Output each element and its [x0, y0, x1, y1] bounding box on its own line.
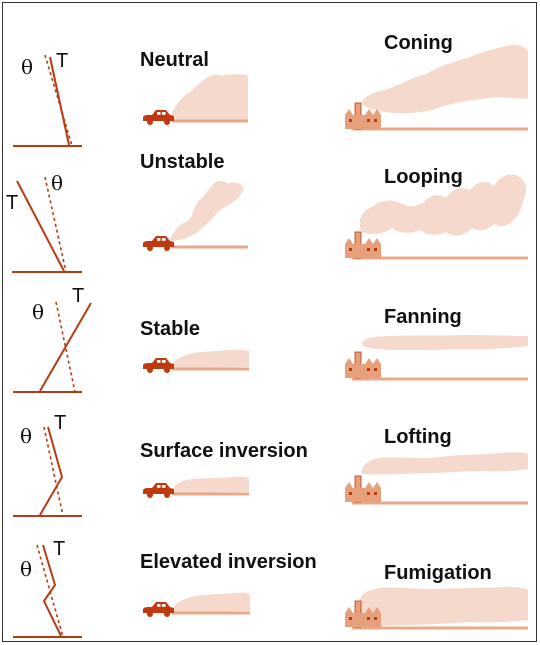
stability-label-unstable: Unstable	[140, 151, 225, 173]
exhaust-plume-neutral	[170, 74, 248, 120]
exhaust-plume-unstable	[170, 180, 244, 241]
temperature-profile-line	[16, 180, 65, 272]
theta-profile-line	[36, 544, 64, 638]
temperature-profile-line	[42, 544, 62, 637]
stability-label-stable: Stable	[140, 318, 201, 340]
factory-icon	[344, 231, 382, 259]
factory-icon	[344, 351, 382, 379]
theta-symbol-surface-inversion: θ	[20, 424, 33, 448]
theta-profile-line	[44, 176, 67, 273]
temperature-profile-line	[39, 302, 92, 392]
exhaust-plume-elevated-inversion	[172, 592, 250, 612]
t-symbol-elevated-inversion: T	[53, 538, 66, 560]
theta-profile-line	[44, 54, 73, 147]
stack-plume-lofting	[361, 452, 528, 475]
stability-label-neutral: Neutral	[140, 49, 209, 71]
stack-plume-fumigation	[352, 586, 528, 628]
stability-label-elevated-inversion: Elevated inversion	[140, 551, 317, 573]
plume-label-fumigation: Fumigation	[384, 562, 492, 584]
theta-symbol-stable: θ	[32, 300, 45, 324]
stack-plume-coning	[362, 44, 528, 114]
stack-plume-looping	[359, 174, 526, 236]
theta-symbol-unstable: θ	[51, 171, 64, 195]
exhaust-plume-surface-inversion	[172, 476, 249, 493]
exhaust-plume-stable	[172, 349, 249, 368]
factory-icon	[344, 475, 382, 503]
t-symbol-neutral: T	[56, 50, 69, 72]
temperature-profile-line	[49, 56, 70, 146]
plume-label-coning: Coning	[384, 32, 453, 54]
t-symbol-stable: T	[72, 285, 85, 307]
stability-label-surface-inversion: Surface inversion	[140, 440, 308, 462]
plume-label-fanning: Fanning	[384, 306, 462, 328]
plume-label-lofting: Lofting	[384, 426, 452, 448]
t-symbol-surface-inversion: T	[54, 412, 67, 434]
temperature-profile-line	[39, 426, 64, 516]
plume-label-looping: Looping	[384, 166, 463, 188]
theta-symbol-elevated-inversion: θ	[20, 557, 33, 581]
t-symbol-unstable: T	[6, 192, 19, 214]
theta-symbol-neutral: θ	[21, 55, 34, 79]
stack-plume-fanning	[362, 335, 528, 350]
